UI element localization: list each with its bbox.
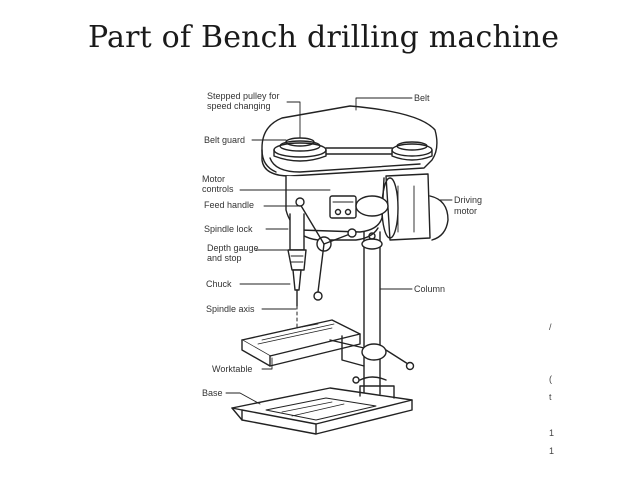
label-motor-controls-line2: controls bbox=[202, 184, 234, 194]
base bbox=[231, 385, 413, 435]
worktable bbox=[241, 319, 415, 384]
stray-mark-2: ( bbox=[549, 374, 552, 384]
stray-mark-4: 1 bbox=[549, 428, 555, 438]
column bbox=[361, 231, 383, 395]
label-stepped-pulley-line2: speed changing bbox=[207, 101, 271, 111]
label-base: Base bbox=[202, 388, 223, 398]
stray-mark-5: 1 bbox=[549, 446, 555, 456]
label-stepped-pulley-line1: Stepped pulley for bbox=[207, 91, 280, 101]
label-spindle-lock: Spindle lock bbox=[204, 224, 253, 234]
feed-handle bbox=[295, 197, 357, 301]
leader-lines bbox=[225, 97, 453, 405]
driving-motor bbox=[381, 173, 449, 241]
label-worktable: Worktable bbox=[212, 364, 253, 374]
label-feed-handle: Feed handle bbox=[204, 200, 255, 210]
label-chuck: Chuck bbox=[206, 279, 232, 289]
stray-mark-3: t bbox=[549, 392, 552, 402]
label-driving-motor-line1: Driving bbox=[454, 195, 483, 205]
belt-guard-housing bbox=[261, 105, 438, 177]
label-column: Column bbox=[414, 284, 446, 294]
label-driving-motor-line2: motor bbox=[454, 206, 478, 216]
slide-title: Part of Bench drilling machine bbox=[88, 20, 560, 55]
stepped-pulley-right bbox=[391, 141, 433, 161]
label-motor-controls-line1: Motor bbox=[202, 174, 226, 184]
label-belt-guard: Belt guard bbox=[204, 135, 246, 145]
label-belt: Belt bbox=[414, 93, 430, 103]
spindle-and-chuck bbox=[287, 213, 307, 329]
label-spindle-axis: Spindle axis bbox=[206, 304, 255, 314]
belt-line bbox=[325, 147, 393, 155]
stray-mark-1: / bbox=[549, 322, 552, 332]
label-depth-gauge-line1: Depth gauge bbox=[207, 243, 259, 253]
spindle-housing-cap bbox=[355, 195, 389, 217]
label-depth-gauge-line2: and stop bbox=[207, 253, 242, 263]
